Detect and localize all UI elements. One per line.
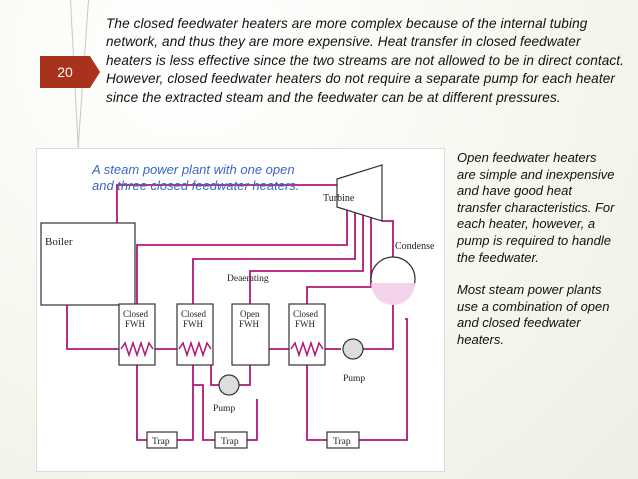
condensate-line: [355, 299, 394, 350]
intro-paragraph: The closed feedwater heaters are more co…: [106, 16, 625, 105]
extraction-line-3: [249, 215, 364, 304]
tube-coil-icon: [120, 340, 154, 358]
heater-3: Open FWH: [231, 303, 270, 366]
drain-line: [136, 365, 147, 441]
right-column: Open feedwater heaters are simple and in…: [457, 150, 617, 365]
trap-3-box: [326, 431, 360, 449]
trap-2-label: Trap: [221, 437, 239, 447]
heater-1-abbr: FWH: [125, 319, 146, 329]
drain-line-3: [193, 384, 215, 441]
condenser-liquid: [371, 283, 415, 305]
extraction-line-1: [136, 207, 348, 304]
combination-paragraph: Most steam power plants use a combinatio…: [457, 282, 610, 347]
heater-1-type: Closed: [123, 309, 149, 319]
heater-3-type: Open: [240, 309, 260, 319]
slide-number-badge: 20: [40, 56, 100, 88]
heater-4-abbr: FWH: [295, 319, 316, 329]
open-fwh-outlet: [237, 365, 251, 386]
steam-plant-diagram: Boiler Turbine Condense Deaerating Close…: [36, 148, 445, 472]
pump-icon: [342, 338, 364, 360]
boiler-label: Boiler: [45, 236, 73, 248]
pump-lower-label: Pump: [213, 404, 235, 414]
open-fwh-paragraph: Open feedwater heaters are simple and in…: [457, 150, 615, 265]
turbine-shape: [336, 164, 383, 222]
steam-pipe: [116, 184, 337, 223]
pump-icon: [218, 374, 240, 396]
pump-main-label: Pump: [343, 374, 365, 384]
extraction-line-2: [192, 211, 356, 304]
heater-2-type: Closed: [181, 309, 207, 319]
tube-coil-icon: [178, 340, 212, 358]
deaerating-label: Deaerating: [227, 274, 269, 284]
trap-1-label: Trap: [152, 437, 170, 447]
trap-3-label: Trap: [333, 437, 351, 447]
heater-1: Closed FWH: [118, 303, 156, 366]
trap-1-box: [146, 431, 178, 449]
condenser-label: Condense: [395, 241, 435, 252]
heater-4-type: Closed: [293, 309, 319, 319]
diagram-svg: Boiler Turbine Condense Deaerating Close…: [40, 164, 435, 449]
boiler-box: [40, 222, 136, 306]
turbine-label: Turbine: [323, 193, 355, 204]
trap-to-condenser: [359, 318, 408, 441]
feedwater-to-boiler: [66, 305, 119, 350]
extraction-line-4: [306, 217, 372, 304]
drain-line-4: [306, 365, 327, 441]
exhaust-line: [382, 220, 394, 259]
trap-2-box: [214, 431, 248, 449]
heater-2-abbr: FWH: [183, 319, 204, 329]
heater-2: Closed FWH: [176, 303, 214, 366]
diagram-caption: A steam power plant with one open and th…: [92, 162, 300, 193]
drain-line-2: [177, 365, 194, 441]
trap-to-open: [247, 399, 258, 441]
heater-3-abbr: FWH: [239, 319, 260, 329]
heater-4: Closed FWH: [288, 303, 326, 366]
tube-coil-icon: [290, 340, 324, 358]
